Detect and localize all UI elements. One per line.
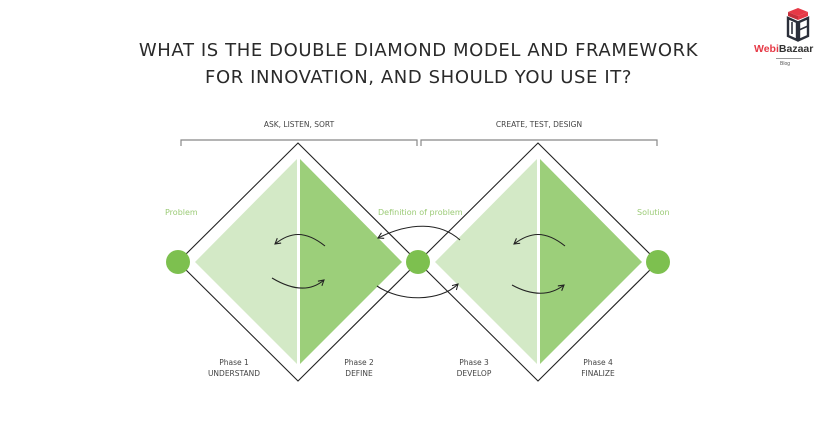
arrow-icon-cross-forward bbox=[376, 283, 459, 299]
bracket-right bbox=[420, 139, 658, 146]
phase-1-number: Phase 1 bbox=[219, 358, 249, 367]
phase4-fill bbox=[540, 159, 642, 364]
bracket-label-create-test-design: CREATE, TEST, DESIGN bbox=[495, 120, 583, 129]
cube-logo-icon bbox=[786, 8, 810, 42]
phase-3-name: DEVELOP bbox=[456, 369, 492, 378]
node-solution bbox=[646, 250, 670, 274]
phase-1-name: UNDERSTAND bbox=[207, 369, 261, 378]
arrow-icon-right-bottom bbox=[511, 284, 565, 294]
title-line-1: WHAT IS THE DOUBLE DIAMOND MODEL AND FRA… bbox=[138, 40, 699, 61]
phase3-fill bbox=[435, 159, 537, 364]
phase-3-label: Phase 3 DEVELOP bbox=[429, 357, 519, 379]
phase-1-label: Phase 1 UNDERSTAND bbox=[189, 357, 279, 379]
phase-4-label: Phase 4 FINALIZE bbox=[553, 357, 643, 379]
phase-3-number: Phase 3 bbox=[459, 358, 489, 367]
phase-4-name: FINALIZE bbox=[581, 369, 615, 378]
arrow-icon-cross-back bbox=[377, 225, 461, 241]
bracket-left bbox=[180, 139, 418, 146]
node-label-problem: Problem bbox=[165, 208, 198, 217]
arrow-icon-left-bottom bbox=[271, 277, 325, 289]
node-problem bbox=[166, 250, 190, 274]
phase2-fill bbox=[300, 159, 402, 364]
phase-2-label: Phase 2 DEFINE bbox=[314, 357, 404, 379]
title-line-2: FOR INNOVATION, AND SHOULD YOU USE IT? bbox=[205, 67, 632, 88]
bracket-label-ask-listen-sort: ASK, LISTEN, SORT bbox=[263, 120, 335, 129]
left-diamond-outline bbox=[177, 142, 419, 382]
arrow-icon-left-top bbox=[274, 233, 326, 247]
phase1-fill bbox=[195, 159, 297, 364]
page-title: WHAT IS THE DOUBLE DIAMOND MODEL AND FRA… bbox=[0, 37, 837, 91]
right-diamond-outline bbox=[417, 142, 659, 382]
logo-subtitle: Blog bbox=[780, 61, 791, 67]
brand-name: WebiBazaar bbox=[754, 43, 814, 55]
logo-divider bbox=[776, 58, 802, 59]
node-label-definition: Definition of problem bbox=[378, 208, 463, 217]
node-definition bbox=[406, 250, 430, 274]
node-label-solution: Solution bbox=[637, 208, 670, 217]
phase-2-number: Phase 2 bbox=[344, 358, 374, 367]
phase-2-name: DEFINE bbox=[345, 369, 373, 378]
arrow-icon-right-top bbox=[513, 233, 566, 247]
phase-4-number: Phase 4 bbox=[583, 358, 613, 367]
